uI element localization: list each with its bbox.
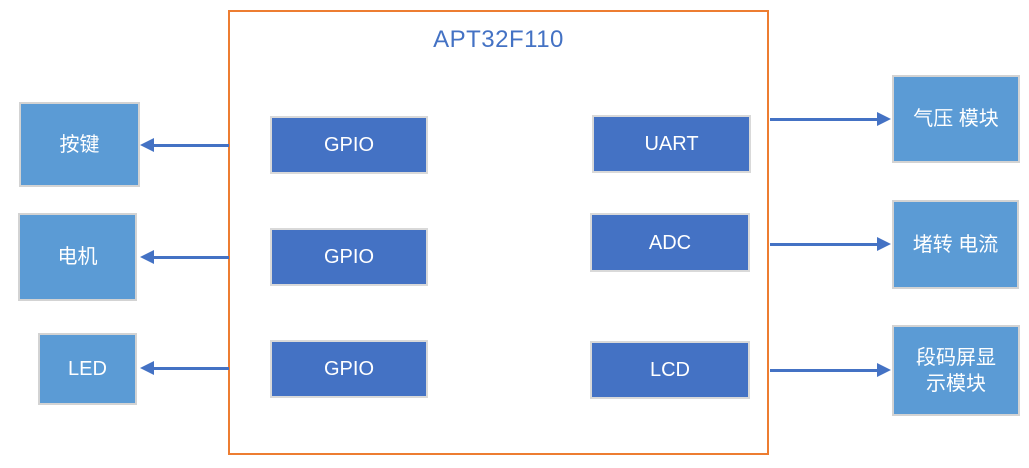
arrowhead-right-icon xyxy=(877,237,891,251)
gpio-block-3: GPIO xyxy=(270,340,428,398)
arrow-line xyxy=(770,117,880,121)
gpio-block-1: GPIO xyxy=(270,116,428,174)
pressure-module-box: 气压 模块 xyxy=(892,75,1020,163)
arrow-line xyxy=(151,366,229,370)
gpio-block-2: GPIO xyxy=(270,228,428,286)
arrowhead-left-icon xyxy=(140,138,154,152)
arrow-to-motor-icon xyxy=(140,250,229,264)
arrow-to-stall-current-icon xyxy=(770,237,891,251)
uart-block: UART xyxy=(592,115,751,173)
arrowhead-right-icon xyxy=(877,363,891,377)
motor-peripheral-box: 电机 xyxy=(18,213,137,301)
arrow-line xyxy=(151,255,229,259)
arrow-to-segment-display-icon xyxy=(770,363,891,377)
arrow-to-button-icon xyxy=(140,138,229,152)
button-peripheral-box: 按键 xyxy=(19,102,140,187)
arrowhead-right-icon xyxy=(877,112,891,126)
arrowhead-left-icon xyxy=(140,250,154,264)
stall-current-box: 堵转 电流 xyxy=(892,200,1019,289)
arrow-to-pressure-module-icon xyxy=(770,112,891,126)
arrow-line xyxy=(770,368,880,372)
chip-title: APT32F110 xyxy=(433,26,564,53)
led-peripheral-box: LED xyxy=(38,333,137,405)
segment-display-box: 段码屏显 示模块 xyxy=(892,325,1020,416)
arrowhead-left-icon xyxy=(140,361,154,375)
arrow-to-led-icon xyxy=(140,361,229,375)
lcd-block: LCD xyxy=(590,341,750,399)
arrow-line xyxy=(770,242,880,246)
adc-block: ADC xyxy=(590,213,750,272)
arrow-line xyxy=(151,143,229,147)
